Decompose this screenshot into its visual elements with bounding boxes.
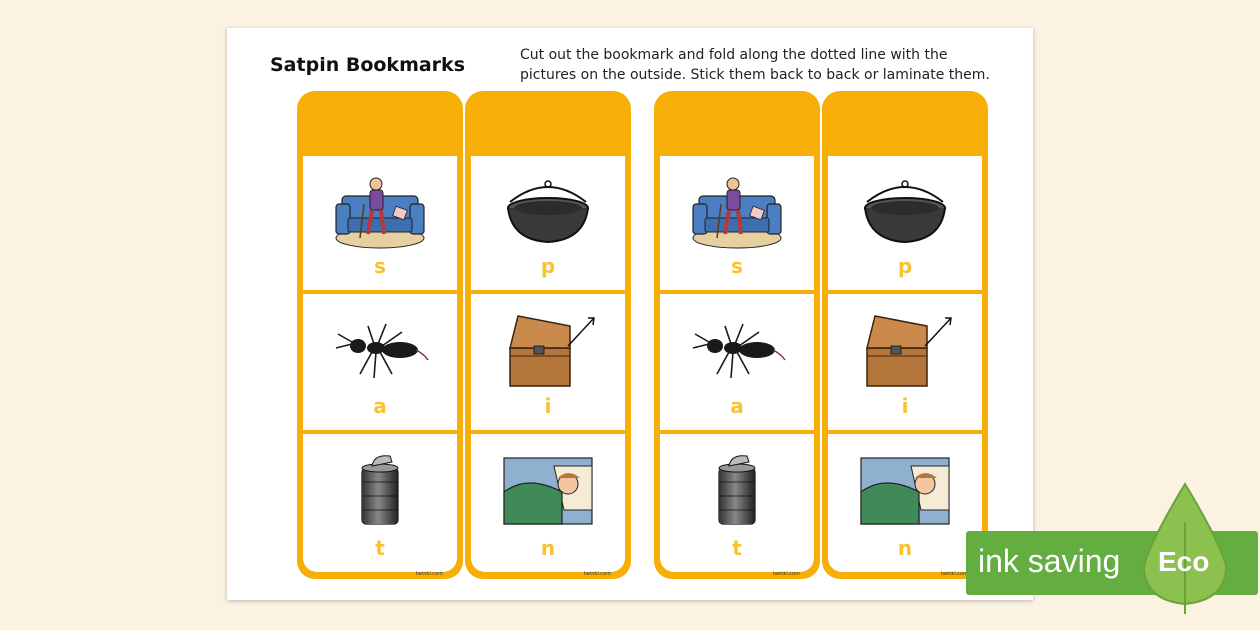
footer-mark: twinkl.com [583, 571, 611, 577]
bookmark-cell: p [828, 156, 982, 290]
worksheet-title: Satpin Bookmarks [270, 54, 466, 76]
pan-icon [855, 174, 955, 252]
wooden-chest-icon [855, 312, 955, 390]
bookmark-cell: a [303, 294, 457, 430]
phonics-letter: s [374, 254, 386, 278]
footer-mark: twinkl.com [772, 571, 800, 577]
bookmark-cell: p [471, 156, 625, 290]
phonics-letter: s [731, 254, 743, 278]
bookmark-cell: i [828, 294, 982, 430]
man-on-sofa-icon [687, 174, 787, 252]
bookmark-cell: i [471, 294, 625, 430]
bookmark-2: p i n twinkl.com [465, 91, 631, 579]
phonics-letter: n [897, 536, 913, 560]
worksheet-instructions: Cut out the bookmark and fold along the … [520, 47, 990, 83]
ink-saving-label: ink saving [978, 543, 1121, 579]
bookmark-header [822, 91, 988, 153]
phonics-letter: i [901, 394, 909, 418]
phonics-letter: p [540, 254, 556, 278]
eco-label: Eco [1158, 546, 1210, 577]
man-on-sofa-icon [330, 174, 430, 252]
bookmark-cell: n [828, 434, 982, 572]
ant-icon [330, 312, 430, 390]
footer-mark: twinkl.com [940, 571, 968, 577]
sleeping-person-icon [855, 452, 955, 530]
phonics-letter: a [730, 394, 744, 418]
bookmark-cell: s [303, 156, 457, 290]
phonics-letter: t [375, 536, 385, 560]
bookmark-cell: t [660, 434, 814, 572]
bookmark-3: s a t twinkl.com [654, 91, 820, 579]
bookmark-cell: s [660, 156, 814, 290]
bookmark-header [654, 91, 820, 153]
pan-icon [498, 174, 598, 252]
ant-icon [687, 312, 787, 390]
worksheet-page: Satpin Bookmarks Cut out the bookmark an… [227, 28, 1033, 600]
phonics-letter: n [540, 536, 556, 560]
sleeping-person-icon [498, 452, 598, 530]
bookmark-header [297, 91, 463, 153]
bookmark-1: s a t twinkl.com [297, 91, 463, 579]
phonics-letter: a [373, 394, 387, 418]
bookmark-cell: n [471, 434, 625, 572]
tin-can-icon [330, 452, 430, 530]
bookmark-header [465, 91, 631, 153]
footer-mark: twinkl.com [415, 571, 443, 577]
bookmark-cell: a [660, 294, 814, 430]
bookmark-cell: t [303, 434, 457, 572]
bookmark-4: p i n twinkl.com [822, 91, 988, 579]
phonics-letter: p [897, 254, 913, 278]
phonics-letter: i [544, 394, 552, 418]
wooden-chest-icon [498, 312, 598, 390]
phonics-letter: t [732, 536, 742, 560]
tin-can-icon [687, 452, 787, 530]
